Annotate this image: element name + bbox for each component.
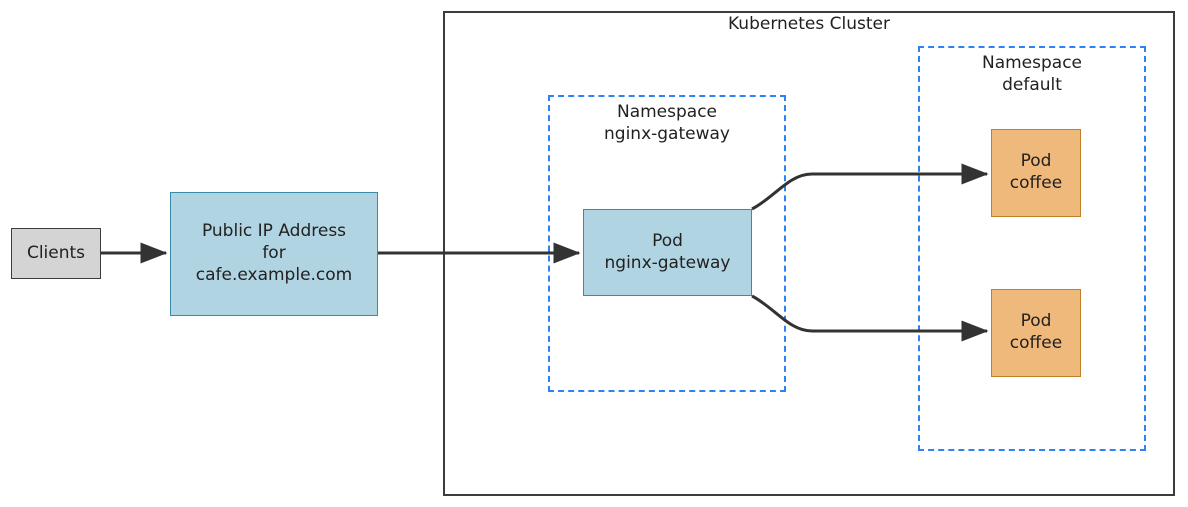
namespace-nginx-gateway-label: Namespace nginx-gateway <box>604 102 730 145</box>
node-public-ip-address[interactable]: Public IP Address for cafe.example.com <box>170 192 378 316</box>
namespace-default-label: Namespace default <box>981 53 1083 96</box>
node-pod-nginx-gateway[interactable]: Pod nginx-gateway <box>583 209 752 296</box>
node-clients[interactable]: Clients <box>11 228 101 279</box>
namespace-nginx-gateway-container <box>548 95 786 392</box>
node-pod-coffee-bottom[interactable]: Pod coffee <box>991 289 1081 377</box>
namespace-default-container <box>918 46 1146 451</box>
kubernetes-cluster-label: Kubernetes Cluster <box>728 14 890 34</box>
node-pod-coffee-top[interactable]: Pod coffee <box>991 129 1081 217</box>
